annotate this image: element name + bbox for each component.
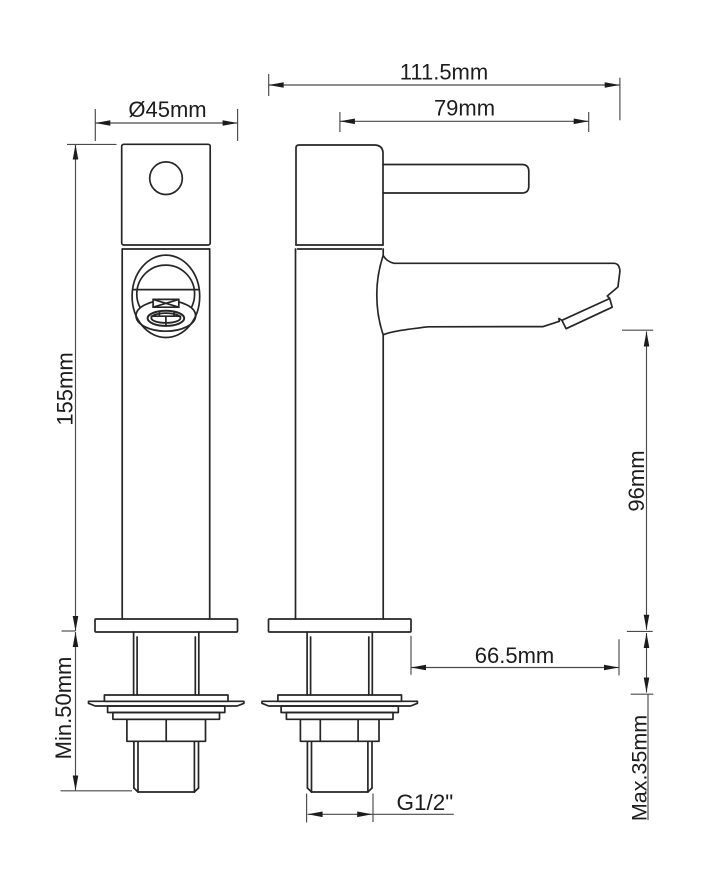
svg-text:79mm: 79mm bbox=[434, 96, 495, 121]
svg-text:Max.35mm: Max.35mm bbox=[628, 715, 652, 821]
svg-text:G1/2": G1/2" bbox=[397, 790, 454, 815]
svg-text:Min.50mm: Min.50mm bbox=[51, 657, 76, 760]
svg-text:66.5mm: 66.5mm bbox=[475, 643, 554, 668]
svg-text:96mm: 96mm bbox=[624, 450, 649, 511]
svg-text:111.5mm: 111.5mm bbox=[400, 60, 488, 85]
svg-text:155mm: 155mm bbox=[53, 352, 78, 425]
svg-text:Ø45mm: Ø45mm bbox=[128, 97, 206, 122]
